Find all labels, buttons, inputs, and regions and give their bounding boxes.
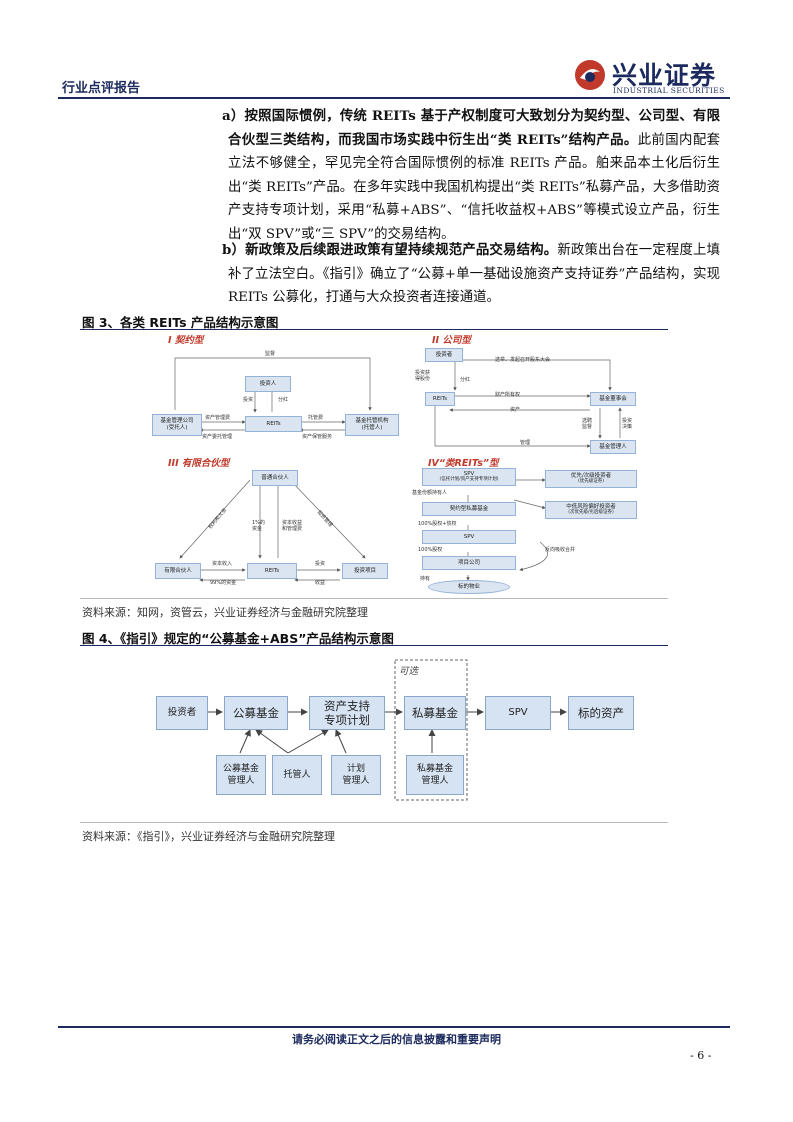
- f4-spv-box: SPV: [485, 696, 551, 730]
- f4-plan-manager-box: 计划 管理人: [331, 755, 381, 795]
- figure-4-source: 资料来源：《指引》，兴业证券经济与金融研究院整理: [82, 830, 335, 843]
- q3-label-99: 99%的资金: [210, 580, 237, 586]
- figure-3-source-rule: [80, 598, 668, 599]
- footer-rule: [58, 1026, 730, 1028]
- q1-reits-box: REITs: [245, 416, 302, 432]
- q2-label-dividend: 分红: [460, 377, 471, 383]
- q2-reits-box: REITs: [425, 392, 455, 406]
- q2-label-invest-share: 投资获 得股份: [415, 370, 431, 382]
- q3-label-one-pct: 1%的 资金: [252, 520, 265, 532]
- q2-label-hire: 选聘 监督: [582, 418, 593, 430]
- optional-label: 可选: [399, 666, 419, 677]
- q4-label-100a: 100%股权+债权: [418, 521, 457, 527]
- f4-pv-manager-box: 私募基金 管理人: [406, 755, 464, 795]
- q2-investor-box: 投资者: [425, 348, 463, 362]
- company-logo-icon: [575, 60, 605, 90]
- logo-text: 兴业证券: [612, 61, 717, 90]
- figure-3-source: 资料来源：知网，资管云，兴业证券经济与金融研究院整理: [82, 606, 368, 619]
- q2-label-decide: 投资 决策: [622, 418, 633, 430]
- q3-reits-box: REITs: [247, 563, 297, 579]
- q4-title: IV“类REITs”型: [428, 458, 499, 469]
- logo-english: INDUSTRIAL SECURITIES: [613, 86, 725, 95]
- paragraph-b: b）新政策及后续跟进政策有望持续规范产品交易结构。新政策出台在一定程度上填补了立…: [222, 242, 721, 305]
- q3-gp-box: 普通合伙人: [252, 470, 298, 486]
- q4-mezz-box: 中低风险偏好投资者(次优先级/劣后级证券): [545, 501, 637, 519]
- f4-private-fund-box: 私募基金: [404, 696, 466, 730]
- q3-project-box: 投资项目: [342, 563, 388, 579]
- q1-label-invest: 投资: [243, 397, 254, 403]
- figure-4-diagram: 可选 投资者 公募基金 资产支持 专项计划 私募基金 SPV 标的资产 公募基金…: [150, 655, 640, 805]
- q1-title: I 契约型: [168, 335, 204, 346]
- q1-label-dividend: 分红: [278, 397, 289, 403]
- q2-title: II 公司型: [432, 335, 471, 346]
- q1-custodian-box: 基金托管机构 (托管人): [345, 414, 399, 436]
- q4-spv-box: SPV(信托计划/资产支持专项计划): [422, 468, 516, 486]
- q4-project-co-box: 项目公司: [422, 556, 516, 570]
- q1-investor-box: 投资人: [245, 376, 291, 392]
- q4-target-ellipse: 标的物业: [428, 580, 510, 594]
- figure-3-rule: [80, 329, 668, 330]
- q4-senior-box: 优先/次级投资者(优先级证券): [545, 470, 637, 488]
- q3-label-income: 资本收益 和管理费: [282, 520, 303, 532]
- q2-label-property: 财产所有权: [495, 392, 521, 398]
- f4-abs-plan-box: 资产支持 专项计划: [309, 696, 385, 730]
- paragraph-a-bold: 按照国际惯例，传统 REITs 基于产权制度可大致划分为契约型、公司型、有限合伙…: [228, 108, 720, 148]
- q3-title: III 有限合伙型: [168, 458, 230, 469]
- f4-pf-manager-box: 公募基金 管理人: [216, 755, 266, 795]
- figure-4-rule: [80, 645, 668, 646]
- q1-label-mgmt-entrust: 资产委托管理: [202, 434, 233, 440]
- q3-lp-box: 有限合伙人: [155, 563, 201, 579]
- page-number: - 6 -: [690, 1049, 712, 1062]
- paragraph-b-text: 新政策出台在一定程度上填补了立法空白。《指引》确立了“公募+单一基础设施资产支持…: [228, 243, 721, 305]
- q1-manager-box: 基金管理公司 (受托人): [152, 414, 202, 436]
- q3-label-capital-income: 资本收入: [212, 561, 233, 567]
- figure-4-title: 图 4、《指引》规定的“公募基金+ABS”产品结构示意图: [82, 631, 394, 646]
- q4-label-holder: 基金份额持有人: [412, 490, 448, 496]
- f4-public-fund-box: 公募基金: [224, 696, 288, 730]
- q1-label-supervise: 监督: [265, 351, 276, 357]
- q4-spv2-box: SPV: [422, 530, 516, 544]
- f4-target-asset-box: 标的资产: [568, 696, 634, 730]
- q2-label-asset: 资产: [510, 407, 521, 413]
- report-type-label: 行业点评报告: [62, 81, 141, 96]
- q2-label-manage: 管理: [520, 440, 531, 446]
- disclaimer-notice: 请务必阅读正文之后的信息披露和重要声明: [292, 1033, 501, 1046]
- q4-label-hold: 持有: [420, 576, 431, 582]
- q4-label-reverse: 反向吸收合并: [545, 547, 576, 553]
- header-rule: [58, 97, 730, 99]
- paragraph-b-bold: 新政策及后续跟进政策有望持续规范产品交易结构。: [245, 242, 558, 258]
- q3-label-return: 收益: [315, 580, 326, 586]
- figure-4-connectors: [206, 659, 567, 801]
- q1-label-mgmt-fee: 资产管理费: [205, 415, 231, 421]
- q1-label-custody-service: 资产保管服务: [302, 434, 333, 440]
- q1-label-custody-fee: 托管费: [308, 415, 324, 421]
- q2-label-elect: 选举、发起召开股东大会: [495, 357, 551, 363]
- q4-label-100b: 100%股权: [418, 547, 443, 553]
- paragraph-a-text: 此前国内配套立法不够健全，罕见完全符合国际惯例的标准 REITs 产品。舶来品本…: [228, 132, 721, 242]
- q2-manager-box: 基金管理人: [590, 440, 636, 454]
- figure-3-diagram: I 契约型 监督 投资人 投资 分红 REITs 基金管理公司 (受托人) 基金…: [150, 330, 660, 598]
- figure-3-title: 图 3、各类 REITs 产品结构示意图: [82, 315, 279, 330]
- q2-board-box: 基金董事会: [590, 392, 636, 406]
- q3-label-invest: 投资: [315, 561, 326, 567]
- figure-4-source-rule: [80, 822, 668, 823]
- f4-investor-box: 投资者: [156, 696, 208, 730]
- q4-pe-fund-box: 契约型私募基金: [422, 502, 516, 516]
- f4-trustee-box: 托管人: [272, 755, 322, 795]
- paragraph-a: a）按照国际惯例，传统 REITs 基于产权制度可大致划分为契约型、公司型、有限…: [222, 108, 721, 242]
